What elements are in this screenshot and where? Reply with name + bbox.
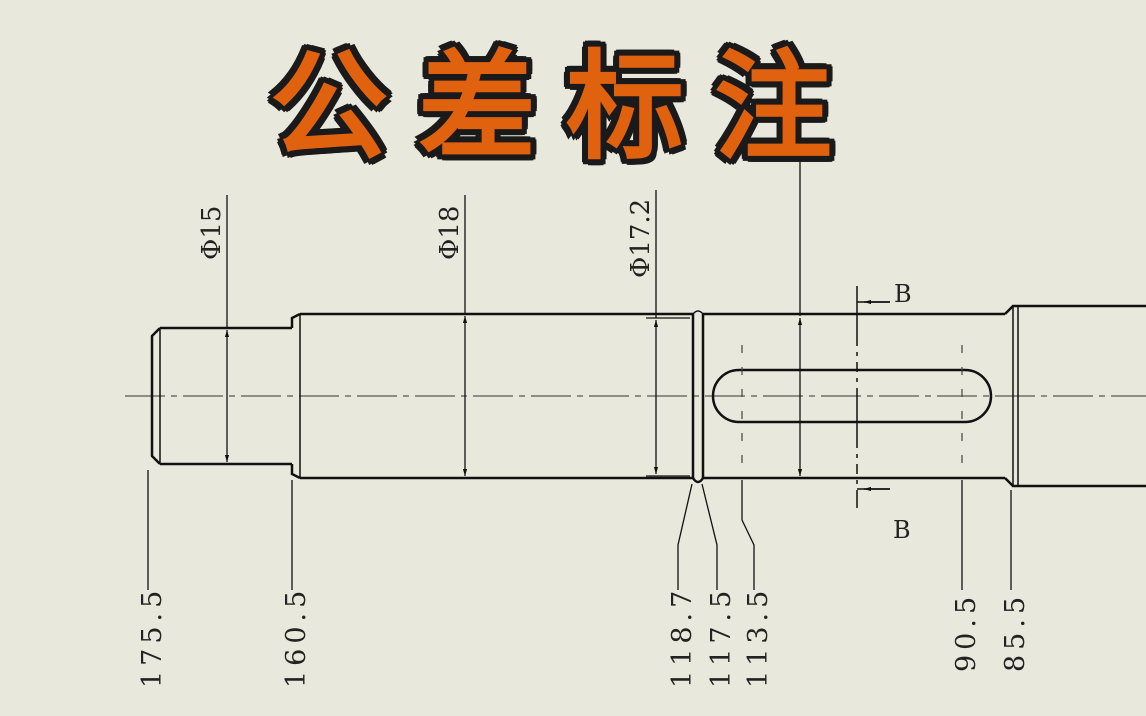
dim-diameter-18: Φ18	[435, 206, 465, 260]
pos-label-85-5: 85.5	[1000, 592, 1031, 672]
keyway-slot	[711, 368, 993, 424]
diameter-dimensions	[224, 160, 803, 477]
page-title: 公差标注	[270, 38, 863, 176]
section-label-top: B	[894, 280, 912, 308]
section-cut-line	[856, 286, 890, 508]
pos-label-175-5: 175.5	[137, 586, 168, 688]
position-leaders	[147, 470, 1012, 590]
dim-diameter-keyed: Φ	[770, 139, 800, 160]
pos-label-118-7: 118.7	[667, 586, 698, 688]
dim-diameter-17-2: Φ17.2	[626, 199, 656, 278]
section-label-bottom: B	[893, 516, 911, 544]
keyway-extension-lines	[741, 345, 963, 476]
pos-label-160-5: 160.5	[281, 586, 312, 688]
shaft-outline	[150, 304, 1146, 488]
pos-label-113-5: 113.5	[743, 586, 774, 688]
pos-label-117-5: 117.5	[706, 586, 737, 688]
dim-diameter-15: Φ15	[197, 206, 227, 260]
pos-label-90-5: 90.5	[951, 592, 982, 672]
